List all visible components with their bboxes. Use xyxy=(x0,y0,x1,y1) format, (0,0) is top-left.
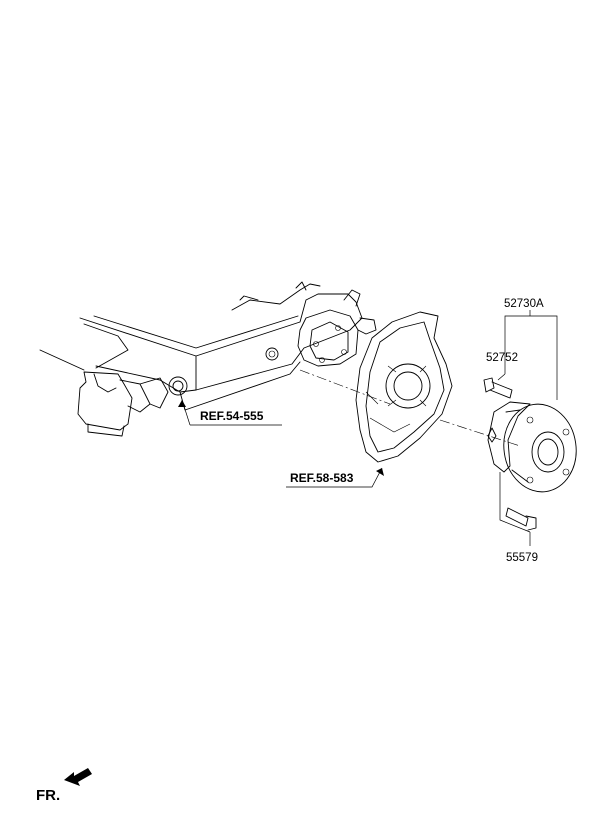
label-dust-cover-bolt: 55579 xyxy=(506,552,538,564)
ref-brake-label[interactable]: REF.58-583 xyxy=(290,471,354,485)
front-arrow-icon xyxy=(64,768,92,786)
centerline xyxy=(299,369,521,447)
hub-bolt-drawing xyxy=(483,377,513,399)
rear-axle-beam-drawing xyxy=(39,281,377,437)
hub-assembly-drawing xyxy=(487,401,577,493)
ref-axle-label[interactable]: REF.54-555 xyxy=(200,409,264,423)
label-hub-assembly: 52730A xyxy=(504,298,544,310)
dust-shield-drawing xyxy=(355,311,453,463)
front-direction-label: FR. xyxy=(36,787,60,804)
leader-lines xyxy=(178,310,558,546)
front-direction-indicator: FR. xyxy=(36,768,92,804)
label-hub-bolt: 52752 xyxy=(486,352,518,364)
dust-cover-bolt-drawing xyxy=(505,507,537,531)
